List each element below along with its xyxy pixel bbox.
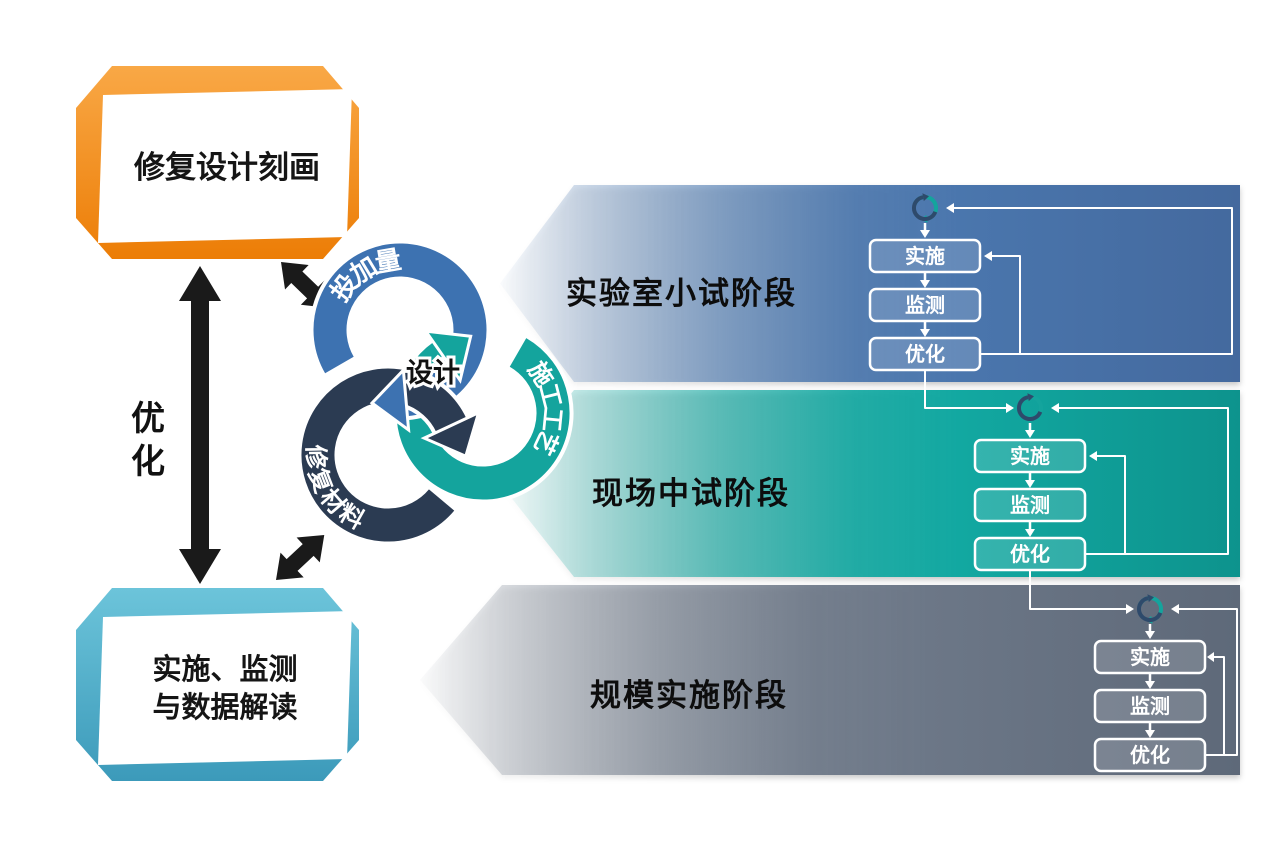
top-banner-panel bbox=[98, 89, 352, 243]
stage-label-lab: 实验室小试阶段 bbox=[566, 276, 797, 312]
blue-arrowhead bbox=[369, 366, 411, 434]
stage-band-scale bbox=[420, 585, 1240, 775]
bottom-banner-frame bbox=[76, 588, 359, 781]
bottom-banner-label-line1: 实施、监测 bbox=[152, 652, 297, 686]
cycle-label-material: 修复材料 bbox=[301, 444, 369, 535]
bottom-banner-label-line2: 与数据解读 bbox=[152, 690, 297, 724]
lower-diagonal-double-arrow bbox=[264, 522, 336, 593]
top-banner: 修复设计刻画 bbox=[76, 66, 359, 259]
cycle-ring-navy bbox=[297, 364, 470, 546]
cycle-label-dosage: 投加量 bbox=[325, 245, 403, 308]
top-banner-frame bbox=[76, 66, 359, 259]
upper-diagonal-double-arrow bbox=[269, 249, 341, 321]
vertical-double-arrow bbox=[179, 266, 221, 584]
stage-band-scale-shape bbox=[420, 585, 1240, 775]
top-banner-label: 修复设计刻画 bbox=[133, 150, 320, 186]
cycle-ring-blue bbox=[309, 239, 491, 421]
stage-label-scale: 规模实施阶段 bbox=[590, 678, 788, 714]
cycle-center-label: 设计 bbox=[406, 358, 460, 389]
teal-arrowhead bbox=[422, 329, 473, 384]
navy-arrowhead bbox=[420, 409, 481, 459]
optimize-vertical-label: 优 化 bbox=[131, 399, 165, 482]
bottom-banner-panel bbox=[98, 611, 352, 765]
bottom-banner: 实施、监测 与数据解读 bbox=[76, 588, 359, 781]
stage-label-pilot: 现场中试阶段 bbox=[592, 476, 790, 512]
